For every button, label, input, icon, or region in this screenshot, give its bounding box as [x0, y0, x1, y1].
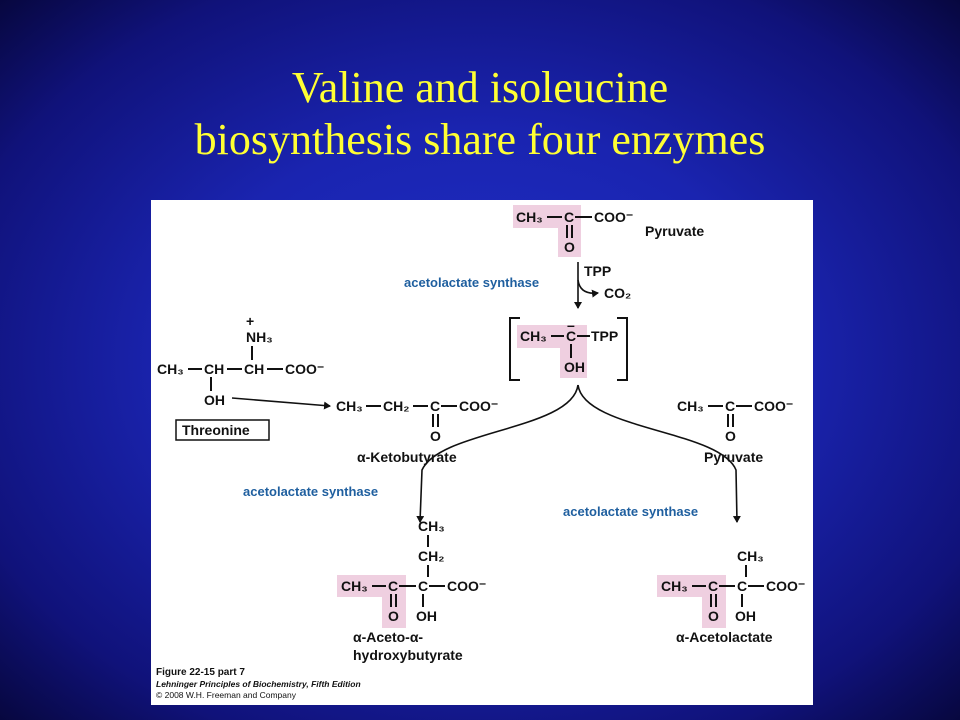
threonine-ch-1: CH — [204, 361, 224, 377]
branch-arrow-right — [577, 384, 741, 523]
figure-caption-copyright: © 2008 W.H. Freeman and Company — [156, 690, 297, 700]
right-bracket — [617, 317, 628, 381]
product-left-highlight-2 — [382, 594, 406, 628]
pyruvate-right-o: O — [725, 428, 736, 444]
pyruvate-top-ch3: CH₃ — [516, 209, 543, 225]
ketobutyrate-label: α-Ketobutyrate — [357, 449, 457, 465]
product-left-c2: C — [418, 578, 428, 594]
threonine-box — [175, 419, 270, 441]
product-left-label-line-1: α-Aceto-α- — [353, 629, 423, 645]
product-right-ch3: CH₃ — [661, 578, 688, 594]
threonine-oh: OH — [204, 392, 225, 408]
branch-arrow-left — [416, 384, 579, 523]
ketobutyrate-coo: COO⁻ — [459, 398, 498, 414]
ketobutyrate-ch2: CH₂ — [383, 398, 409, 414]
figure-caption-book: Lehninger Principles of Biochemistry, Fi… — [156, 679, 361, 689]
ketobutyrate-o: O — [430, 428, 441, 444]
product-left-o: O — [388, 608, 399, 624]
intermediate-tpp: TPP — [591, 328, 618, 344]
product-right-c1: C — [708, 578, 718, 594]
product-left-oh: OH — [416, 608, 437, 624]
product-right-highlight-2 — [702, 594, 726, 628]
pyruvate-right-label: Pyruvate — [704, 449, 763, 465]
intermediate-oh: OH — [564, 359, 585, 375]
threonine-nh3: NH₃ — [246, 329, 273, 345]
threonine-label: Threonine — [182, 422, 250, 438]
step1-cofactor: TPP — [584, 263, 611, 279]
slide-title-line-1: Valine and isoleucine — [291, 63, 669, 112]
threonine-ch-2: CH — [244, 361, 264, 377]
threonine-to-ketobutyrate-arrow — [231, 397, 331, 410]
product-left-c1: C — [388, 578, 398, 594]
left-enzyme: acetolactate synthase — [243, 484, 378, 499]
product-right-oh: OH — [735, 608, 756, 624]
product-left-highlight — [337, 575, 406, 597]
threonine-ch3: CH₃ — [157, 361, 184, 377]
pyruvate-top-coo: COO⁻ — [594, 209, 633, 225]
intermediate-charge: – — [567, 317, 575, 333]
product-right-o: O — [708, 608, 719, 624]
pyruvate-top-label: Pyruvate — [645, 223, 704, 239]
pyruvate-top-c: C — [564, 209, 574, 225]
product-left-ch2: CH₂ — [418, 548, 444, 564]
pyruvate-right-ch3: CH₃ — [677, 398, 704, 414]
slide-title-line-2: biosynthesis share four enzymes — [194, 115, 766, 164]
product-left-ch3: CH₃ — [341, 578, 368, 594]
ketobutyrate-ch3: CH₃ — [336, 398, 363, 414]
product-left-label-line-2: hydroxybutyrate — [353, 647, 463, 663]
product-left-coo: COO⁻ — [447, 578, 486, 594]
intermediate-c: C — [566, 328, 576, 344]
product-right-c2: C — [737, 578, 747, 594]
co2-branch-arrow — [577, 279, 599, 298]
intermediate-highlight-2 — [560, 345, 587, 378]
product-right-coo: COO⁻ — [766, 578, 805, 594]
threonine-charge: + — [246, 313, 254, 329]
product-left-ch3-top: CH₃ — [418, 518, 445, 534]
slide-title: Valine and isoleucine biosynthesis share… — [0, 62, 960, 166]
product-right-label: α-Acetolactate — [676, 629, 773, 645]
pyruvate-top-highlight-2 — [558, 225, 581, 257]
step1-product: CO₂ — [604, 285, 631, 301]
pyruvate-right-c: C — [725, 398, 735, 414]
right-enzyme: acetolactate synthase — [563, 504, 698, 519]
ketobutyrate-c: C — [430, 398, 440, 414]
intermediate-ch3: CH₃ — [520, 328, 547, 344]
figure-caption-number: Figure 22-15 part 7 — [156, 667, 245, 678]
step1-enzyme: acetolactate synthase — [404, 275, 539, 290]
pyruvate-top-o: O — [564, 239, 575, 255]
product-right-ch3-top: CH₃ — [737, 548, 764, 564]
threonine-coo: COO⁻ — [285, 361, 324, 377]
pyruvate-right-coo: COO⁻ — [754, 398, 793, 414]
left-bracket — [509, 317, 520, 381]
product-right-highlight — [657, 575, 726, 597]
